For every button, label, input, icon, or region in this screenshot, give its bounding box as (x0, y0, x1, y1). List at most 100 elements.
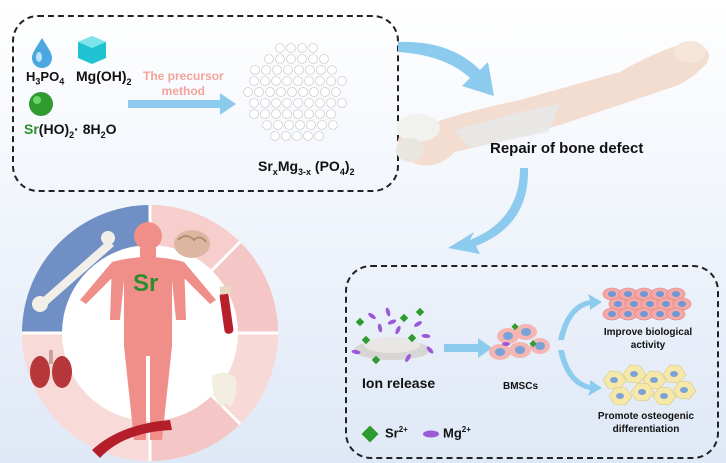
particle (264, 54, 274, 64)
promote-label: Promote osteogenic differentiation (597, 411, 695, 435)
particle (326, 109, 336, 119)
cell-nucleus (616, 393, 624, 399)
particle (271, 76, 281, 86)
cell-nucleus (630, 371, 638, 377)
cell-nucleus (656, 311, 664, 317)
cell-nucleus (672, 291, 680, 297)
particle (304, 98, 314, 108)
release-arrow-icon (444, 338, 492, 358)
blood-vessel-icon (92, 420, 172, 458)
particle (303, 131, 313, 141)
cell-nucleus (640, 311, 648, 317)
particle (260, 76, 270, 86)
blood-tube-icon (219, 285, 234, 334)
particle (261, 65, 271, 75)
particle (286, 54, 296, 64)
bmscs-label: BMSCs (503, 381, 539, 392)
particle (283, 65, 293, 75)
cell-nucleus (680, 387, 688, 393)
mgoh2-label: Mg(OH)2 (76, 68, 132, 87)
particle (287, 87, 297, 97)
body-sr-label: Sr (133, 270, 159, 297)
cell-nucleus (638, 389, 646, 395)
particle (249, 109, 259, 119)
particle (286, 43, 296, 53)
sr-ion (371, 355, 381, 365)
synthesis-panel (12, 15, 399, 192)
synthesis-arrow-icon (128, 93, 236, 115)
particle (260, 109, 270, 119)
mg-ion (387, 319, 397, 325)
particle (319, 54, 329, 64)
curved-arrow-icon (398, 41, 494, 96)
cell-nucleus (656, 291, 664, 297)
particle (273, 120, 283, 130)
sroh-label: Sr(HO)2· 8H2O (24, 121, 117, 140)
particle (275, 43, 285, 53)
legend-sr-icon (361, 425, 379, 443)
mg-ion (351, 349, 361, 355)
improve-label: Improve biological activity (603, 327, 693, 351)
brain-icon (174, 230, 210, 258)
cell-nucleus (678, 301, 686, 307)
particle (337, 98, 347, 108)
particle (315, 98, 325, 108)
legend-mg-icon (423, 430, 439, 438)
mechanism-panel (345, 265, 719, 459)
particle (282, 98, 292, 108)
femur-bone-icon (396, 41, 709, 166)
particle (275, 54, 285, 64)
particle (331, 87, 341, 97)
bmsc-cells-icon (489, 323, 550, 360)
particle (295, 120, 305, 130)
particle (293, 109, 303, 119)
sr-ion (407, 333, 417, 343)
product-formula: SrxMg3-x (PO4)2 (258, 158, 355, 177)
particle (292, 131, 302, 141)
mg-ion (395, 325, 401, 335)
sr-ion (355, 317, 365, 327)
particle (298, 87, 308, 97)
particle (272, 65, 282, 75)
mg-ion (421, 333, 431, 339)
cell-nucleus (662, 301, 670, 307)
particle (270, 131, 280, 141)
particle (297, 43, 307, 53)
particle (249, 76, 259, 86)
particle (271, 98, 281, 108)
particle (315, 109, 325, 119)
particle (282, 76, 292, 86)
mg-ion (385, 307, 391, 317)
particle (271, 109, 281, 119)
particle (305, 65, 315, 75)
particle (316, 65, 326, 75)
particle (317, 120, 327, 130)
legend-mg-label: Mg2+ (443, 425, 471, 441)
cell-nucleus (608, 311, 616, 317)
particle (304, 109, 314, 119)
method-label: The precursor method (143, 69, 224, 98)
cell-nucleus (672, 311, 680, 317)
particle (314, 131, 324, 141)
down-arrow-icon (448, 168, 529, 254)
cell-nucleus (660, 393, 668, 399)
particle (328, 120, 338, 130)
mg-ion (426, 346, 434, 354)
branch-down-arrow-icon (558, 350, 602, 396)
cell-nucleus (670, 371, 678, 377)
bone-segment-icon (32, 231, 115, 312)
cell-nucleus (646, 301, 654, 307)
cell-nucleus (650, 377, 658, 383)
particle (265, 87, 275, 97)
particle (249, 98, 259, 108)
particle (243, 87, 253, 97)
lungs-icon (30, 350, 72, 388)
ion-release-label: Ion release (362, 375, 436, 391)
particle (284, 120, 294, 130)
particle (294, 65, 304, 75)
mg-ion (368, 312, 376, 320)
particle (262, 120, 272, 130)
